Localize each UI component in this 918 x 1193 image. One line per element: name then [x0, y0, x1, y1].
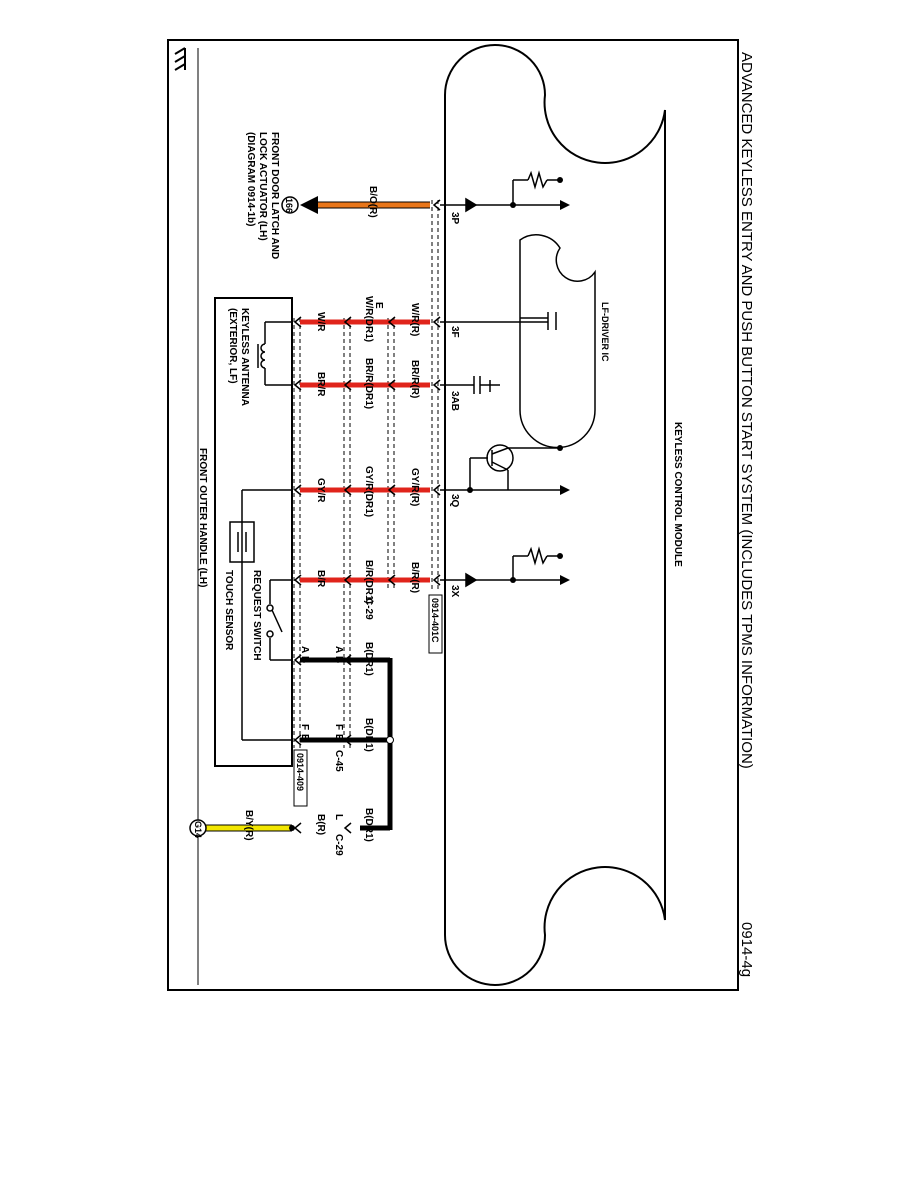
wire-label: GY/R(R) [409, 468, 420, 506]
page-title: ADVANCED KEYLESS ENTRY AND PUSH BUTTON S… [738, 52, 755, 769]
ground-wire-label: B(DR1) [363, 642, 374, 676]
splice-label: BR/R(DR1) [363, 358, 374, 409]
touch-sensor-wiring [229, 489, 292, 741]
connector-ref: 0914-401C [430, 598, 440, 643]
wire-label: GY/R [315, 478, 326, 503]
ground-id: G14 [193, 821, 203, 838]
latch-arrow-icon [300, 196, 318, 214]
pin-letter: F [299, 724, 310, 730]
junction-dot [510, 202, 516, 208]
touch-sensor-label: TOUCH SENSOR [223, 570, 234, 651]
pin-letter: B [333, 656, 344, 663]
splice-label: E [373, 302, 384, 309]
wire-label: B(R) [315, 814, 326, 835]
wire-label: W/R [315, 312, 326, 332]
request-switch-label: REQUEST SWITCH [251, 570, 262, 661]
connector-ref: 0914-409 [295, 753, 305, 791]
red-wires [300, 319, 430, 583]
latch-label: (DIAGRAM 0914-1b) [245, 132, 256, 226]
latch-ref: 166 [284, 198, 294, 213]
pin-3x-circuit [440, 546, 560, 588]
pin-letter: B [299, 656, 310, 663]
sheet-border [167, 39, 739, 991]
module-name: KEYLESS CONTROL MODULE [672, 422, 683, 567]
pin-label: 3X [449, 585, 460, 598]
pin-label: 3AB [449, 391, 460, 411]
splice-label: GY/R(DR1) [363, 466, 374, 517]
latch-label: FRONT DOOR LATCH AND [269, 132, 280, 259]
ground-wire-label: B(DR1) [363, 808, 374, 842]
pin-3ab-capacitor [440, 376, 500, 394]
wire-label: B/O(R) [367, 186, 378, 218]
splice-label: B/R(DR1) [363, 560, 374, 604]
terminal-dot [557, 553, 563, 559]
page-code: 0914-4g [738, 922, 755, 977]
splice-dot [386, 736, 394, 744]
terminal-dot [557, 445, 563, 451]
ground-wire-label: B(DR1) [363, 718, 374, 752]
pin-letter: B [333, 734, 344, 741]
wire-label: B/Y(R) [243, 810, 254, 841]
pin-label: 3P [449, 212, 460, 225]
wire-label: BR/R(R) [409, 360, 420, 398]
latch-ref-circle [281, 196, 299, 214]
lf-driver-ic-label: LF-DRIVER IC [600, 302, 610, 362]
antenna-coil-icon [257, 321, 292, 386]
ground-symbol-icon [174, 47, 186, 71]
ground-point-icon [189, 819, 207, 837]
request-switch-icon [266, 579, 292, 661]
ic-inductor-icon [520, 312, 557, 330]
splice-label: W/R(DR1) [363, 296, 374, 342]
pin-3q-transistor [440, 444, 560, 491]
junction-dot [510, 577, 516, 583]
connector-label: C-29 [333, 834, 344, 856]
pin-3p-circuit [440, 170, 560, 213]
front-outer-handle [214, 297, 293, 767]
keyless-control-module [444, 44, 666, 986]
connector-ref-box [293, 749, 308, 807]
lf-driver-ic [519, 234, 596, 449]
junction-dot [467, 487, 473, 493]
pin-letter: A [299, 646, 310, 653]
arrow-icon [560, 575, 570, 585]
connector-label: C-45 [333, 750, 344, 772]
splice-label: C-29 [363, 598, 374, 620]
pin-letter: A [333, 646, 344, 653]
black-ground-wires [300, 657, 393, 831]
wire-label: W/R(R) [409, 303, 420, 336]
connector-ref-box [428, 594, 443, 654]
pin-letter: B [299, 734, 310, 741]
junction-dot [289, 825, 295, 831]
terminal-dot [557, 177, 563, 183]
wire-label: B/R [315, 570, 326, 588]
arrow-icon [560, 200, 570, 210]
pin-letter: L [333, 814, 344, 820]
wire-label: BR/R [315, 372, 326, 397]
pin-label: 3F [449, 326, 460, 338]
pin-letter: F [333, 724, 344, 730]
latch-label: LOCK ACTUATOR (LH) [257, 132, 268, 241]
antenna-label: KEYLESS ANTENNA [239, 308, 250, 406]
wire-label: B/R(R) [409, 562, 420, 593]
antenna-label: (EXTERIOR, LF) [227, 308, 238, 384]
pin-label: 3Q [449, 494, 460, 508]
arrow-icon [560, 485, 570, 495]
connector-chevrons [293, 199, 441, 586]
handle-label: FRONT OUTER HANDLE (LH) [197, 448, 208, 587]
